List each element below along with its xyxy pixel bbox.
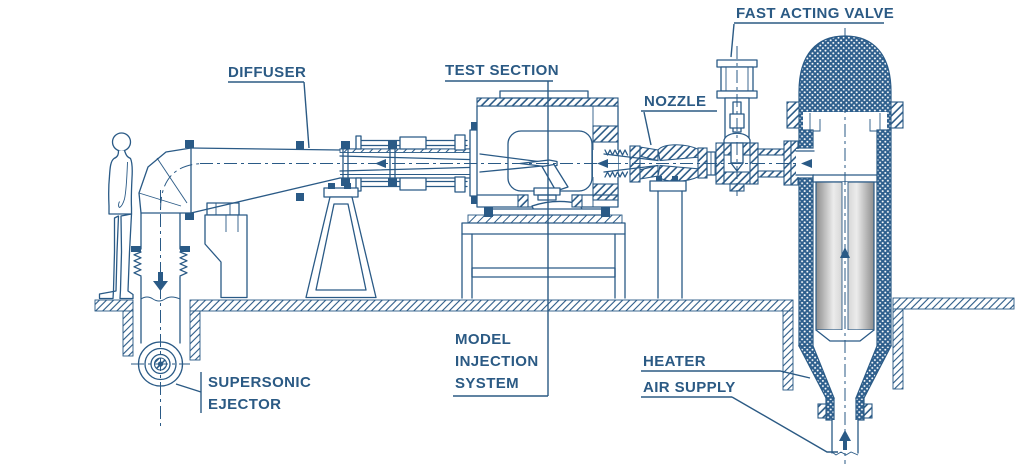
person-figure	[98, 132, 134, 300]
ground	[94, 297, 1015, 391]
test-section	[476, 90, 629, 216]
leader-lines	[175, 22, 884, 453]
label-heater: HEATER	[643, 353, 706, 370]
a-frame-support	[305, 183, 377, 299]
label-supersonic-ejector: SUPERSONIC EJECTOR	[208, 372, 311, 416]
injection-table	[461, 207, 626, 299]
flow-arrow	[375, 159, 386, 168]
label-supersonic-ejector-line1: SUPERSONIC	[208, 374, 312, 391]
label-model-injection-line2: INJECTION	[455, 353, 539, 370]
label-model-injection-line3: SYSTEM	[455, 375, 520, 392]
fast-acting-valve	[715, 46, 799, 196]
label-test-section: TEST SECTION	[445, 62, 559, 79]
label-model-injection-line1: MODEL	[455, 331, 512, 348]
centerlines	[160, 163, 800, 428]
pipe-support-column	[649, 176, 687, 299]
label-air-supply: AIR SUPPLY	[643, 379, 736, 396]
support-pedestal	[204, 202, 248, 299]
label-nozzle: NOZZLE	[644, 93, 707, 110]
label-fast-acting-valve: FAST ACTING VALVE	[736, 5, 895, 22]
heater-vessel	[786, 28, 904, 464]
label-model-injection-system: MODEL INJECTION SYSTEM	[455, 329, 539, 395]
flow-arrow	[801, 159, 812, 168]
label-supersonic-ejector-line2: EJECTOR	[208, 396, 282, 413]
elbow-duct	[138, 140, 206, 220]
flow-arrow	[597, 159, 608, 168]
flow-arrows	[375, 159, 812, 168]
label-diffuser: DIFFUSER	[228, 64, 307, 81]
